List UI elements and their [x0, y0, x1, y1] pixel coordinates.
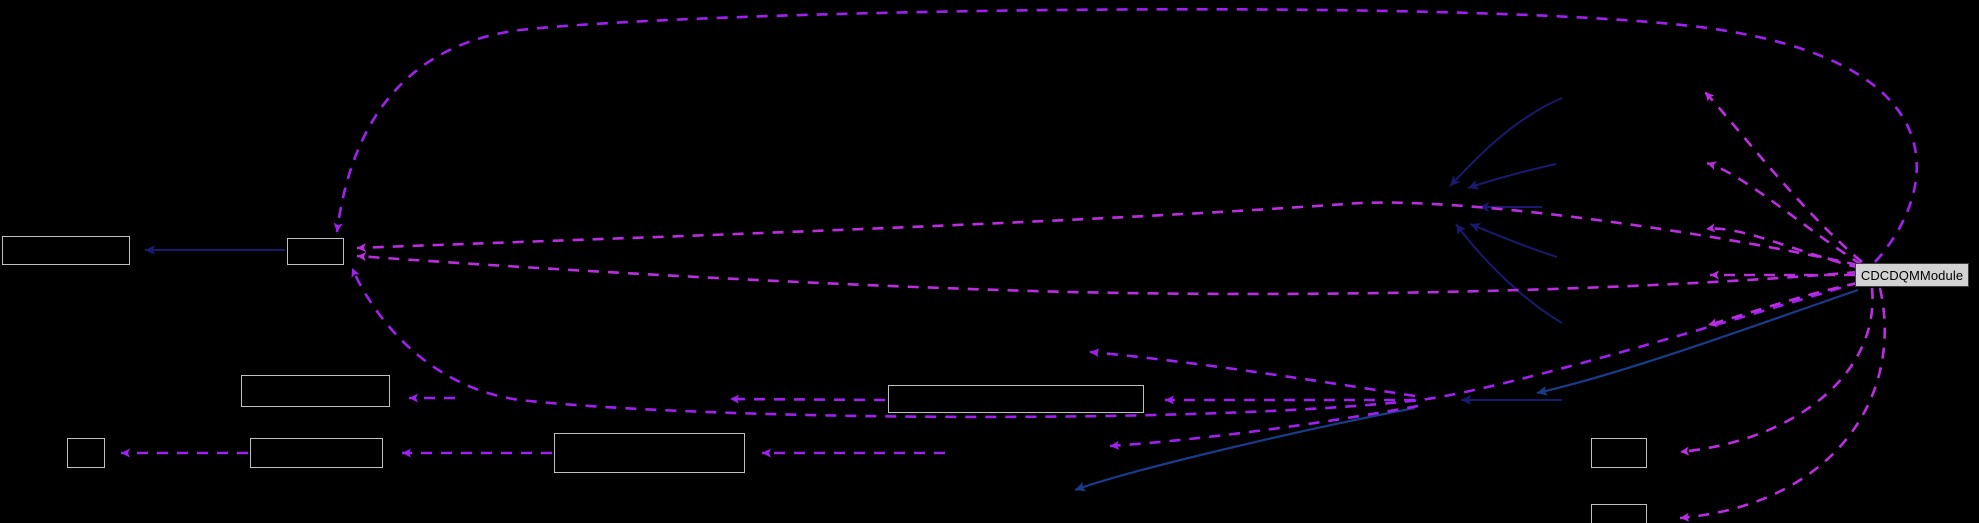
edge-dashed-fan [1704, 91, 1863, 327]
edge-dashed-lower-to-n2 [350, 267, 1861, 419]
edge-dashed-to-n8 [1679, 287, 1874, 456]
edge-solid-bottom-long [1074, 406, 1416, 492]
graph-node-1[interactable] [2, 236, 130, 265]
graph-node-1-label [3, 237, 129, 264]
graph-node-4-label [68, 439, 104, 467]
edge-dashed-upper-2 [356, 252, 1859, 296]
graph-node-7[interactable] [888, 385, 1144, 413]
graph-node-2-label [288, 239, 343, 264]
edge-dashed-to-n9 [1679, 287, 1886, 522]
edge-dashed-hub-upleft [1089, 348, 1416, 398]
graph-node-3[interactable] [241, 375, 390, 407]
graph-node-5-label [251, 439, 382, 467]
graph-node-6-label [555, 434, 744, 472]
graph-node-4[interactable] [67, 438, 105, 468]
edge-solid-module-down [1536, 288, 1859, 396]
edge-dashed-upper-1 [356, 201, 1859, 267]
graph-node-7-label [889, 386, 1143, 412]
graph-node-8-label [1592, 439, 1646, 467]
graph-node-9-label [1592, 505, 1646, 523]
graph-node-2[interactable] [287, 238, 344, 265]
graph-node-9[interactable] [1591, 504, 1647, 523]
edge-dashed-n7-left [729, 394, 886, 404]
edge-solid-fan-upper [1449, 97, 1563, 324]
graph-node-6[interactable] [554, 433, 745, 473]
graph-node-8[interactable] [1591, 438, 1647, 468]
graph-node-cdcdqmmodule[interactable]: CDCDQMModule [1855, 263, 1969, 287]
graph-node-cdcdqmmodule-label: CDCDQMModule [1860, 267, 1964, 283]
edge-dashed-top-arc [333, 7, 1918, 263]
graph-node-3-label [242, 376, 389, 406]
graph-node-5[interactable] [250, 438, 383, 468]
